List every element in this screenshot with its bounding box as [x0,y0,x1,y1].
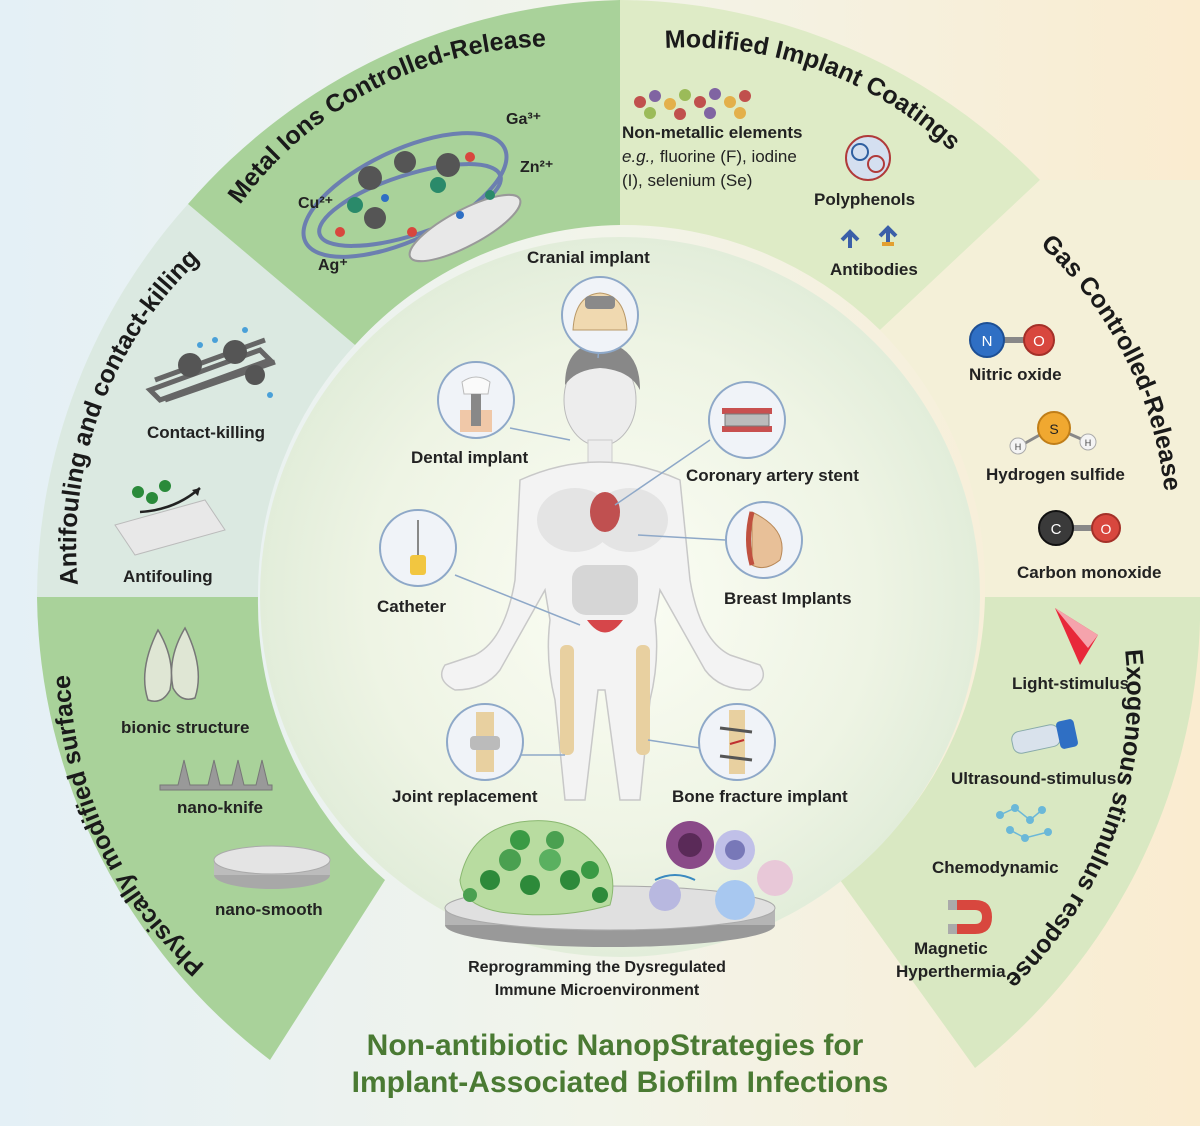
atom-h-label-left: H [1015,442,1022,452]
contact-killing-label: Contact-killing [147,423,265,442]
chemodynamic-icon [996,804,1052,842]
atom-n-label: N [982,333,993,350]
immune-microenvironment-icon [444,820,793,947]
catheter-icon [379,509,457,587]
antibodies-icon [840,225,898,248]
connector-lines [454,335,726,756]
antifouling-label: Antifouling [123,567,213,586]
magnetic-label-line2: Hyperthermia [896,962,1006,981]
ultrasound-icon [1011,719,1078,754]
human-figure [440,342,765,801]
cranial-implant-icon [561,276,639,354]
magnetic-label-line1: Magnetic [914,939,988,958]
joint-replacement-label: Joint replacement [392,787,538,806]
coronary-stent-icon [708,381,786,459]
hydrogen-sulfide-label: Hydrogen sulfide [986,465,1125,484]
nano-smooth-label: nano-smooth [215,900,323,919]
ultrasound-stimulus-label: Ultrasound-stimulus [951,769,1116,788]
nonmetal-examples-line2: (I), selenium (Se) [622,171,752,190]
bionic-structure-label: bionic structure [121,718,249,737]
carbon-monoxide-label: Carbon monoxide [1017,563,1162,582]
light-stimulus-icon [1055,608,1098,665]
chemodynamic-label: Chemodynamic [932,858,1059,877]
light-stimulus-label: Light-stimulus [1012,674,1129,693]
immune-microenvironment-label-line1: Reprogramming the Dysregulated [468,959,726,976]
sector-exogenous [840,597,1200,1068]
contact-killing-icon [145,327,276,403]
antibodies-label: Antibodies [830,260,918,279]
nonmetal-particles-icon [634,88,751,120]
breast-implant-icon [725,501,803,579]
nitric-oxide-icon: N O [969,322,1055,358]
polyphenols-icon [845,135,891,181]
breast-implants-label: Breast Implants [724,589,852,608]
atom-o-label-co: O [1101,521,1112,537]
antifouling-icon [114,480,226,556]
sector-coatings [620,0,1040,330]
atom-s-label: S [1049,421,1058,437]
polyphenols-label: Polyphenols [814,190,915,209]
nano-knife-label: nano-knife [177,798,263,817]
sector-physical [37,597,385,1060]
ion-ag-label: Ag⁺ [318,257,348,274]
joint-replacement-icon [446,703,524,781]
sector-antifouling [37,204,355,597]
ion-zn-label: Zn²⁺ [520,159,553,176]
coronary-stent-label: Coronary artery stent [686,466,859,485]
dental-implant-icon [437,361,515,439]
bone-fracture-implant-icon [698,703,776,781]
atom-h-label-right: H [1085,438,1092,448]
nonmetal-title: Non-metallic elements [622,123,802,142]
atom-c-label: C [1051,521,1062,538]
cranial-implant-label: Cranial implant [527,248,650,267]
immune-microenvironment-label-line2: Immune Microenvironment [495,982,700,999]
carbon-monoxide-icon: C O [1038,510,1121,546]
sector-gas [880,180,1200,597]
bionic-structure-icon [143,626,200,702]
nitric-oxide-label: Nitric oxide [969,365,1062,384]
dental-implant-label: Dental implant [411,448,528,467]
nano-smooth-icon [213,845,331,889]
ion-ga-label: Ga³⁺ [506,111,541,128]
atom-o-label: O [1033,333,1045,350]
bone-fracture-implant-label: Bone fracture implant [672,787,848,806]
nonmetal-examples-line1: e.g., fluorine (F), iodine [622,147,797,166]
metal-ions-illustration [301,131,522,263]
main-title-line2: Implant-Associated Biofilm Infections [352,1066,889,1099]
magnet-icon [948,900,992,934]
nano-knife-icon [159,759,273,791]
catheter-label: Catheter [377,597,446,616]
ion-cu-label: Cu²⁺ [298,195,333,212]
main-title-line1: Non-antibiotic NanopStrategies for [367,1029,864,1062]
hydrogen-sulfide-icon: S H H [1009,411,1097,455]
